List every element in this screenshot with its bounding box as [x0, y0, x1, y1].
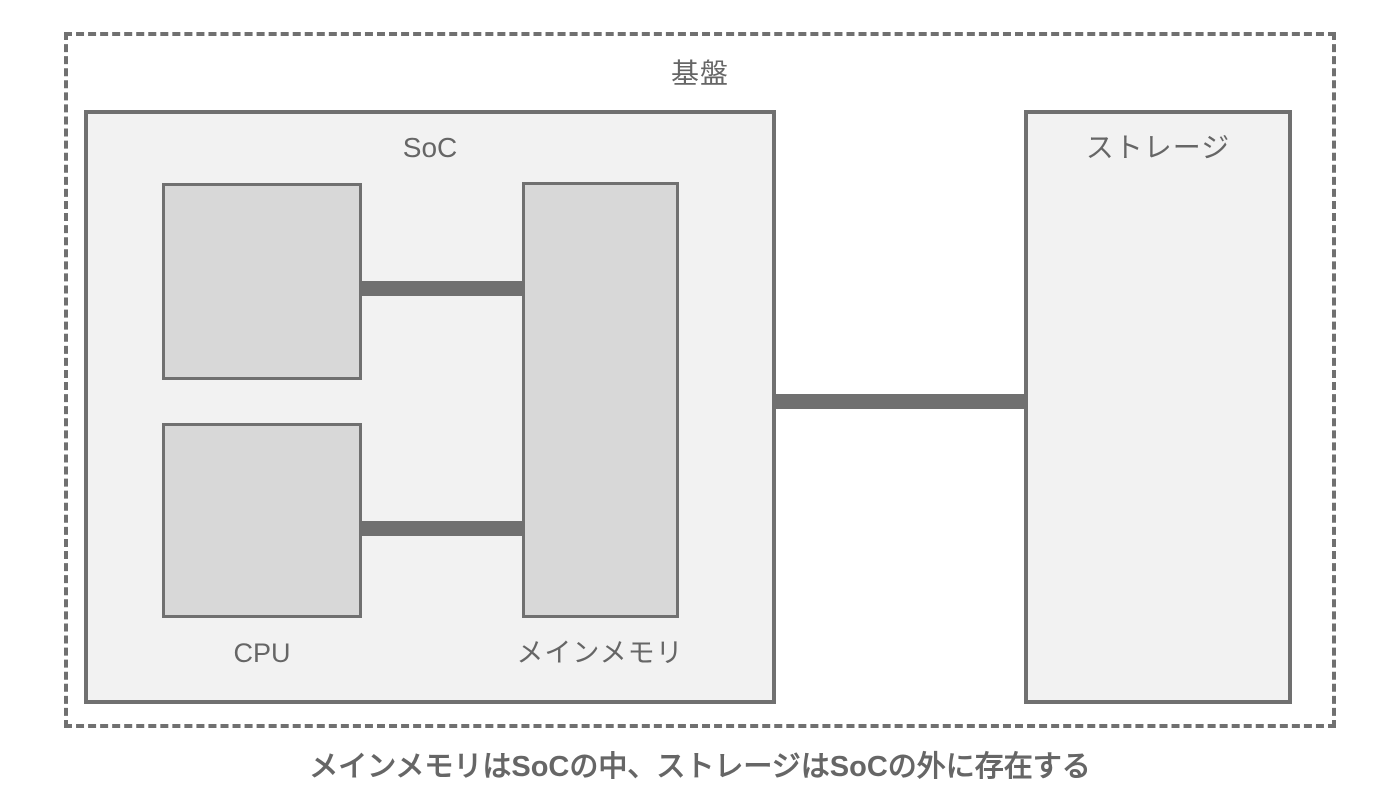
main-memory-label: メインメモリ	[516, 638, 684, 668]
main-memory-block	[522, 182, 679, 618]
cpu-core-1-block	[162, 183, 362, 380]
bus-cpu2-to-memory	[360, 521, 524, 536]
storage-container: ストレージ	[1024, 110, 1292, 704]
cpu-core-2-block	[162, 423, 362, 618]
cpu-label: CPU	[233, 638, 291, 668]
bus-cpu1-to-memory	[360, 281, 524, 296]
bus-soc-to-storage	[774, 394, 1026, 409]
figure-caption: メインメモリはSoCの中、ストレージはSoCの外に存在する	[309, 751, 1091, 783]
board-title: 基盤	[670, 58, 729, 89]
soc-title: SoC	[402, 132, 458, 163]
storage-title: ストレージ	[1085, 132, 1231, 163]
board-container: 基盤	[64, 32, 1336, 728]
